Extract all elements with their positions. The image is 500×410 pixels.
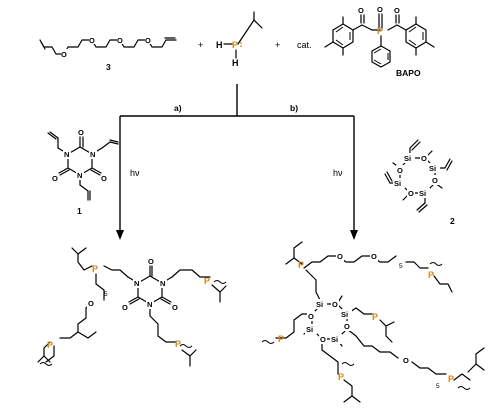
repeat-subscript: 5	[104, 291, 108, 298]
plus-sign: +	[275, 40, 280, 50]
oxygen-atom: O	[320, 335, 326, 344]
oxygen-atom: O	[421, 154, 427, 163]
oxygen-atom: O	[358, 6, 364, 15]
phosphorus-atom: P	[372, 312, 378, 322]
oxygen-atom: O	[172, 303, 178, 312]
oxygen-atom: O	[101, 174, 107, 183]
oxygen-atom: O	[394, 6, 400, 15]
oxygen-atom: O	[61, 50, 67, 59]
hydrogen-atom: H	[216, 40, 223, 50]
bapo-structure: O O O P BAPO	[324, 5, 435, 78]
branch-a-label: a)	[174, 103, 182, 113]
oxygen-atom: O	[337, 252, 343, 261]
silicon-atom: Si	[404, 154, 411, 163]
oxygen-atom: O	[377, 5, 383, 14]
phosphorus-atom: P	[448, 374, 454, 384]
silicon-atom: Si	[419, 189, 426, 198]
compound-1-structure: N N N O O O 1	[47, 128, 119, 216]
phosphorus-atom: P	[47, 340, 53, 350]
plus-sign: +	[198, 40, 203, 50]
silicon-atom: Si	[394, 179, 401, 188]
silicon-atom: Si	[306, 325, 313, 334]
silicon-atom: Si	[429, 164, 436, 173]
oxygen-atom: O	[89, 36, 95, 45]
phosphorus-atom: P	[338, 372, 344, 382]
oxygen-atom: O	[148, 257, 154, 266]
oxygen-atom: O	[332, 300, 338, 309]
oxygen-atom: O	[403, 356, 409, 365]
repeat-subscript: 5	[399, 263, 403, 270]
compound-2-structure: Si Si Si Si O O O O 2	[384, 139, 455, 226]
hydrogen-atom: H	[232, 58, 239, 68]
oxygen-atom: O	[52, 174, 58, 183]
silicon-atom: Si	[331, 335, 338, 344]
phosphorus-atom: P	[204, 276, 210, 286]
bapo-label: BAPO	[396, 68, 421, 78]
compound-3-structure: O O O O 3	[39, 35, 177, 72]
oxygen-atom: O	[122, 303, 128, 312]
silicon-atom: Si	[316, 300, 323, 309]
oxygen-atom: O	[371, 252, 377, 261]
hv-right: hν	[333, 168, 343, 178]
oxygen-atom: O	[88, 299, 94, 308]
catalyst-prefix: cat.	[297, 40, 312, 50]
oxygen-atom: O	[344, 322, 350, 331]
phosphorus-atom: P	[92, 264, 98, 274]
compound-2-label: 2	[450, 216, 455, 226]
branch-arrows: a) b) hν hν	[116, 84, 358, 240]
branch-b-label: b)	[290, 103, 298, 113]
phosphorus-atom: P	[377, 26, 383, 36]
compound-3-label: 3	[106, 62, 111, 72]
nitrogen-atom: N	[160, 279, 165, 288]
phosphorus-atom: P	[298, 260, 304, 270]
oxygen-atom: O	[408, 189, 414, 198]
oxygen-atom: O	[117, 36, 123, 45]
nitrogen-atom: N	[134, 279, 139, 288]
phosphorus-atom: P	[428, 270, 434, 280]
hv-left: hν	[130, 168, 140, 178]
compound-1-label: 1	[77, 206, 82, 216]
nitrogen-atom: N	[147, 300, 152, 309]
oxygen-atom: O	[78, 128, 84, 137]
product-b-network: 5 O O P P 5 O Si Si	[261, 241, 485, 403]
oxygen-atom: O	[432, 176, 438, 185]
oxygen-atom: O	[145, 36, 151, 45]
nitrogen-atom: N	[64, 150, 69, 159]
oxygen-atom: O	[397, 166, 403, 175]
nitrogen-atom: N	[77, 171, 82, 180]
repeat-subscript: 5	[436, 383, 440, 390]
phosphorus-atom: P	[175, 339, 181, 349]
nitrogen-atom: N	[90, 150, 95, 159]
phosphorus-atom: P	[232, 40, 238, 50]
oxygen-atom: O	[308, 312, 314, 321]
product-a-network: 5 N N N O O O O P P P P	[37, 247, 227, 367]
isobutylphosphine-structure: P H H	[216, 11, 263, 68]
silicon-atom: Si	[341, 310, 348, 319]
phosphorus-atom: P	[278, 334, 284, 344]
